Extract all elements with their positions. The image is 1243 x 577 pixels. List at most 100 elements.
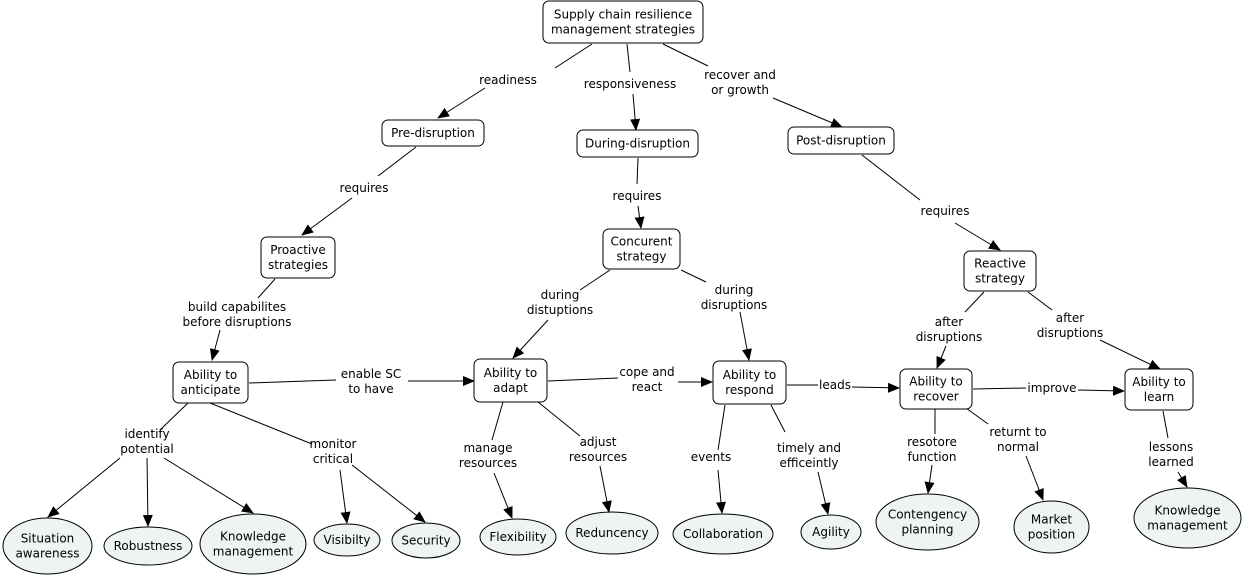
connector-line-3 [626,43,631,73]
link-label-leads: leads [819,378,851,392]
concept-label-line: Security [401,534,450,548]
link-label-line: after [935,315,963,329]
connector-line-43 [716,469,726,514]
connector-line-22 [1099,339,1161,370]
concept-box [602,228,681,270]
concept-during[interactable]: During-disruption [576,129,699,158]
connector-line-23 [248,379,337,384]
concept-agility[interactable]: Agility [800,514,862,550]
link-label-line: timely and [777,441,841,455]
concept-label-line: Pre-disruption [391,126,475,140]
concept-label: Agility [812,525,850,539]
concept-label-line: Ability to [723,368,777,382]
concept-ellipse [875,493,980,551]
link-label-requires-post: requires [921,204,970,218]
concept-ellipse [199,513,307,575]
link-label-readiness: readiness [479,73,537,87]
connector-line-28 [851,382,900,393]
concept-label-line: strategy [975,272,1025,286]
link-label-line: requires [921,204,970,218]
concept-post[interactable]: Post-disruption [787,126,895,155]
link-label-line: to have [348,382,393,396]
connector-line-36 [339,469,351,524]
link-label-line: disruptions [916,330,983,344]
concept-label-line: management strategies [551,23,695,37]
concept-label: Security [401,534,450,548]
concept-label-line: Ability to [1132,375,1186,389]
concept-ellipse [313,523,381,557]
connector-line-7 [377,146,417,177]
concept-label-line: recover [913,390,958,404]
concept-robustness[interactable]: Robustness [103,526,193,566]
link-label-line: resources [569,450,627,464]
concept-label: Pre-disruption [391,126,475,140]
concept-label-line: Visibilty [324,533,371,547]
concept-visibility[interactable]: Visibilty [313,523,381,557]
connector-line-41 [599,465,612,513]
connector-line-14 [210,329,221,361]
link-label-line: improve [1027,381,1076,395]
concept-label: Visibilty [324,533,371,547]
link-label-line: during [715,283,754,297]
connector-line-50 [1162,410,1169,439]
link-label-improve: improve [1027,381,1076,395]
concept-collaboration[interactable]: Collaboration [672,513,774,555]
link-label-line: distuptions [527,303,593,317]
concept-security[interactable]: Security [391,522,461,559]
connector-line-12 [954,222,1001,251]
concept-flexibility[interactable]: Flexibility [479,518,557,556]
link-label-line: disruptions [701,298,768,312]
link-label-line: returnt to [989,425,1046,439]
link-label-line: cope and [619,365,674,379]
concept-label-line: Robustness [114,539,183,553]
concept-pre[interactable]: Pre-disruption [381,119,485,147]
connector-line-51 [1177,471,1188,488]
concept-box [576,129,699,158]
concept-label-line: position [1028,528,1076,542]
link-label-line: before disruptions [182,315,291,329]
connector-line-2 [437,87,486,119]
link-label-line: build capabilites [188,300,286,314]
concept-box [381,119,485,147]
concept-ellipse [103,526,193,566]
link-label-line: normal [997,440,1039,454]
connector-line-13 [257,278,276,299]
connector-line-9 [636,157,639,185]
connector-line-42 [717,404,726,451]
connector-line-17 [680,269,707,283]
concept-label-line: Ability to [484,366,538,380]
concept-ellipse [1133,487,1242,549]
concept-ellipse [2,517,93,575]
concept-ellipse [479,518,557,556]
link-label-line: leads [819,378,851,392]
connector-line-16 [512,319,549,359]
concept-label-line: Contengency [888,508,967,522]
connector-line-38 [491,401,504,441]
concept-redundancy[interactable]: Reduncency [565,511,659,555]
